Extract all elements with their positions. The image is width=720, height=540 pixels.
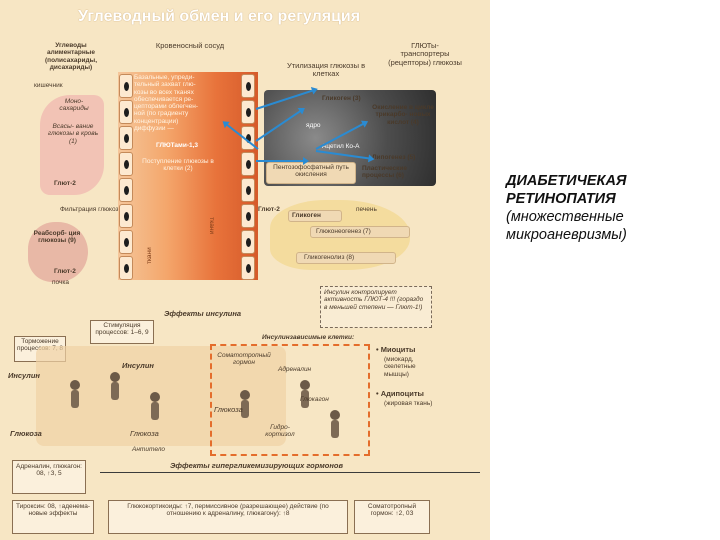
figure-person-2	[100, 372, 130, 412]
kidney-label: почка	[52, 279, 69, 286]
scene-insulin-left: Инсулин	[8, 372, 40, 380]
thyroxine-effect: Тироксин: 08, ↑аденема- новые эффекты	[14, 503, 92, 518]
vessel-label: Кровеносный сосуд	[150, 42, 230, 50]
scene-insulin-center: Инсулин	[122, 362, 154, 370]
myocytes-desc: (миокард, скелетные мышцы)	[384, 356, 438, 378]
insulin-effects-title: Эффекты инсулина	[164, 310, 241, 318]
scene-cortisol: Гидро- кортизол	[262, 424, 298, 439]
figure-person-6	[320, 410, 350, 450]
myocytes-label: • Миоциты	[376, 346, 415, 354]
scene-somatotropin: Соматотропный гормон	[216, 352, 272, 367]
oxidation-label: Окисление в цикле трикарбо- новых кислот…	[372, 104, 434, 126]
scene-adrenaline: Адреналин	[278, 366, 311, 373]
somatotropin-effect: Соматотропный гормон: ↑2, 0З	[356, 503, 428, 518]
hyper-effects-rule	[100, 472, 480, 473]
nucleus-label: ядро	[306, 122, 321, 129]
figure-person-1	[60, 380, 90, 420]
carbs-label: Углеводы алиментарные (полисахариды, дис…	[36, 42, 106, 71]
scene-glucose-bottom: Глюкоза	[130, 430, 159, 438]
glut2-liver-label: Глют-2	[258, 206, 280, 213]
stimulation-label: Стимуляция процессов: 1–6, 9	[92, 322, 152, 337]
adrenaline-effect: Адреналин, глюкагон: 08, ↑З, 5	[14, 463, 84, 478]
diagram-sheet: Углеводный обмен и его регуляция Углевод…	[0, 0, 490, 540]
filtration-label: Фильтрация глюкозы	[60, 206, 123, 213]
vessel-description: Базальные, упреди- тельный захват глю- к…	[134, 74, 206, 132]
caption-line-1: ДИАБЕТИЧЕКАЯ	[506, 172, 711, 190]
caption-line-3: (множественные	[506, 208, 711, 226]
adipocytes-desc: (жировая ткань)	[384, 400, 434, 407]
slide-caption: ДИАБЕТИЧЕКАЯ РЕТИНОПАТИЯ (множественные …	[506, 172, 711, 245]
glycogen-label: Гликоген (3)	[322, 95, 361, 102]
utilization-label: Утилизация глюкозы в клетках	[280, 62, 372, 79]
insulin-note-text: Инсулин контролирует активность ГЛЮТ-4 !…	[324, 289, 428, 311]
hyper-effects-title: Эффекты гипергликемизирующих гормонов	[170, 462, 343, 470]
figure-person-3	[140, 392, 170, 432]
plastic-processes-label: Пластические процессы (6)	[362, 165, 432, 180]
tissue-label-right: ткани	[208, 217, 215, 234]
glut-1-3-label: ГЛЮТами-1,3	[142, 142, 212, 149]
monosaccharides-label: Моно- сахариды	[50, 98, 98, 113]
glucose-entry-label: Поступление глюкозы в клетки (2)	[142, 158, 214, 173]
scene-glucose-left: Глюкоза	[10, 430, 42, 438]
dependent-cells-label: Инсулинзависимые клетки:	[262, 334, 354, 341]
acetyl-coa-label: Ацетил Ко-А	[322, 143, 360, 150]
intestine-label: кишечник	[34, 82, 63, 89]
glut2-intestine-label: Глют-2	[54, 180, 76, 187]
reabsorption-label: Реабсорб- ция глюкозы (9)	[32, 230, 82, 245]
scene-antibody: Антитело	[132, 446, 165, 453]
caption-line-4: микроаневризмы)	[506, 226, 711, 244]
diagram-title: Углеводный обмен и его регуляция	[78, 8, 360, 26]
caption-line-2: РЕТИНОПАТИЯ	[506, 190, 711, 208]
liver-glycogen-label: Гликоген	[292, 212, 321, 219]
absorption-label: Всасы- вание глюкозы в кровь (1)	[46, 123, 100, 145]
adipocytes-label: • Адипоциты	[376, 390, 424, 398]
pentose-pathway-label: Пентозофосфатный путь окисления	[268, 164, 354, 179]
liver-label: печень	[356, 206, 377, 213]
scene-glucagon: Глюкагон	[300, 396, 329, 403]
glut2-kidney-label: Глют-2	[54, 268, 76, 275]
vessel-wall-left	[118, 72, 134, 280]
tissue-label-left: ткани	[146, 247, 153, 264]
scene-glucose-center: Глюкоза	[214, 406, 243, 414]
vessel-wall-right	[240, 72, 256, 280]
lipogenesis-label: Липогенез (5)	[372, 154, 415, 161]
arrow-to-cell	[256, 160, 304, 162]
glycogenolysis-label: Гликогенолиз (8)	[304, 254, 354, 261]
glucocorticoids-effect: Глюкокортикоиды: ↑7, пермиссивное (разре…	[112, 503, 344, 518]
gluconeogenesis-label: Глюконеогенез (7)	[316, 228, 371, 235]
transporters-label: ГЛЮТы- транспортеры (рецепторы) глюкозы	[386, 42, 464, 67]
